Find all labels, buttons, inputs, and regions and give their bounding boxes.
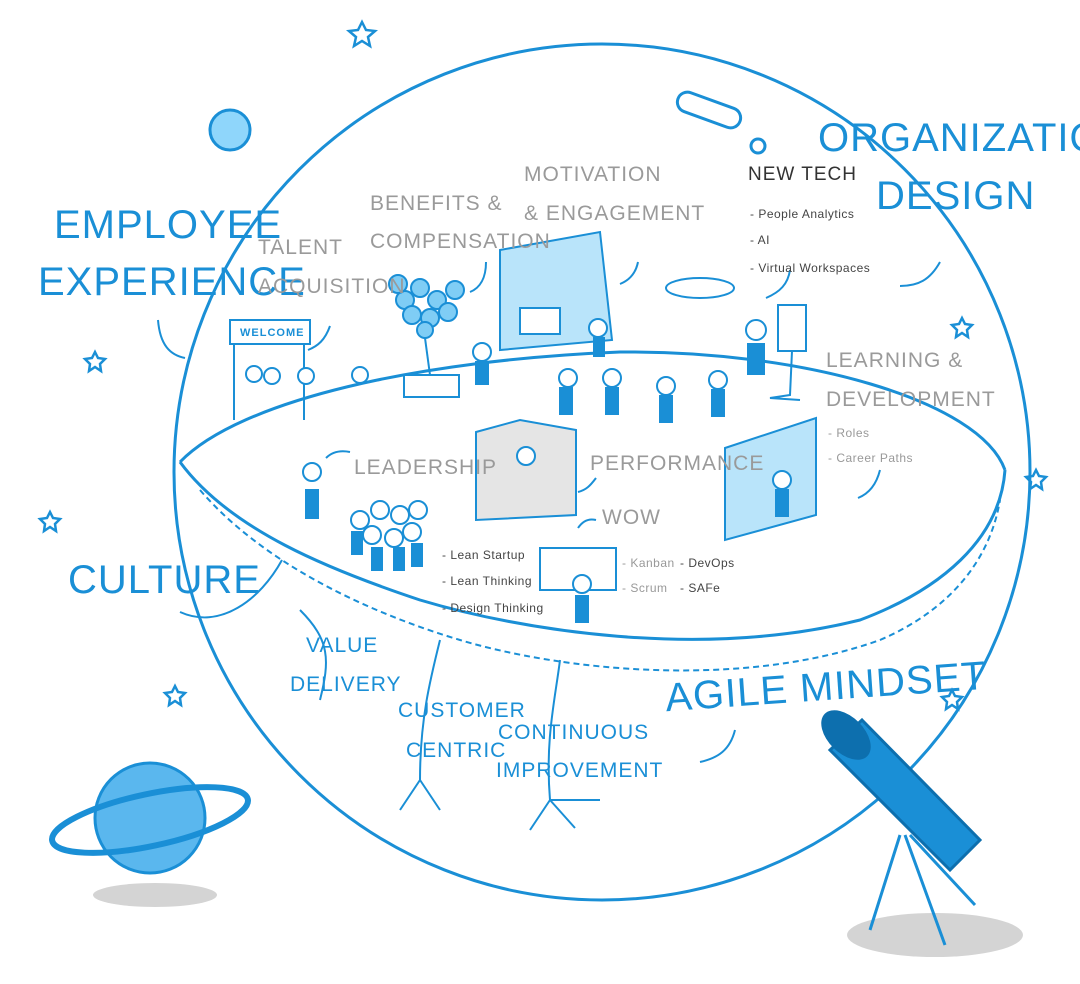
label-organization: ORGANIZATION: [818, 116, 1080, 160]
label-continuous: CONTINUOUS: [498, 721, 650, 744]
label-wow: WOW: [602, 506, 661, 529]
lean-item: - Lean Thinking: [442, 574, 532, 588]
label-culture: CULTURE: [68, 558, 261, 602]
label-performance: PERFORMANCE: [590, 452, 765, 475]
label-improvement: IMPROVEMENT: [496, 759, 664, 782]
learning-item: - Roles: [828, 426, 870, 440]
new-tech-item: - AI: [750, 233, 771, 247]
plate-top: [178, 350, 1007, 471]
lean-item: - Lean Startup: [442, 548, 526, 562]
telescope: [821, 710, 1023, 957]
label-design: DESIGN: [876, 174, 1036, 218]
small-planet: [208, 108, 252, 152]
globe-outline: [172, 42, 1032, 902]
new-tech-item: - Virtual Workspaces: [750, 261, 871, 275]
label-learning: LEARNING &: [826, 349, 964, 372]
label-motivation: MOTIVATION: [524, 163, 662, 186]
learning-item: - Career Paths: [828, 451, 914, 465]
label-leadership: LEADERSHIP: [354, 456, 498, 479]
scene: [157, 230, 941, 763]
label-customer: CUSTOMER: [398, 699, 526, 722]
label-new-tech: NEW TECH: [748, 164, 857, 185]
label-value: VALUE: [306, 634, 379, 657]
wow-item: - SAFe: [680, 581, 721, 595]
wow-item: - Scrum: [622, 581, 668, 595]
roots: [299, 609, 600, 831]
plate-front: [178, 461, 1007, 641]
new-tech-item: - People Analytics: [750, 207, 855, 221]
globe-highlight-dot: [749, 137, 767, 155]
label-experience: EXPERIENCE: [38, 260, 306, 304]
wow-item: - DevOps: [680, 556, 735, 570]
label-development: DEVELOPMENT: [826, 388, 996, 411]
lean-item: - Design Thinking: [442, 601, 544, 615]
label-benefits: BENEFITS &: [370, 192, 503, 215]
welcome-sign-text: WELCOME: [240, 327, 305, 339]
ringed-planet: [49, 761, 251, 907]
plate-underside: [199, 489, 1001, 672]
label-delivery: DELIVERY: [290, 673, 402, 696]
wow-item: - Kanban: [622, 556, 675, 570]
label-talent: TALENT: [258, 236, 343, 259]
globe-highlight: [675, 90, 743, 130]
stars: [37, 19, 1049, 712]
label-acquisition: ACQUISITION: [258, 275, 406, 298]
label-engagement: & ENGAGEMENT: [524, 202, 706, 225]
label-employee: EMPLOYEE: [54, 203, 283, 247]
label-centric: CENTRIC: [406, 739, 507, 762]
label-compensation: COMPENSATION: [370, 230, 551, 253]
